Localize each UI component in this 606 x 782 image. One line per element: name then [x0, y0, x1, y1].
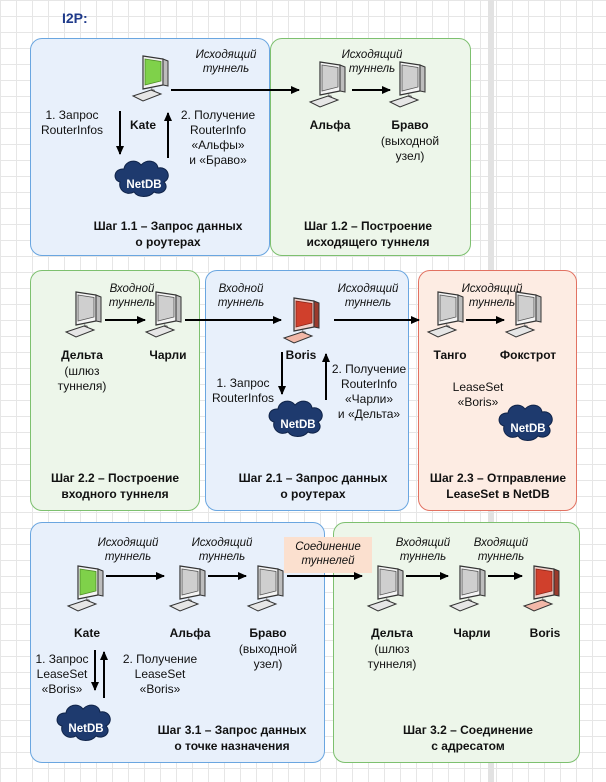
netdb-label: NetDB — [68, 723, 104, 735]
netdb-label: NetDB — [126, 179, 162, 191]
leaseset-label: LeaseSet«Boris» — [452, 380, 504, 409]
panel-step-3-2 — [333, 522, 580, 763]
node-label-delta: Дельта — [371, 626, 413, 640]
bravo-computer-icon — [247, 565, 284, 612]
tunnel-junction-highlight — [284, 537, 372, 573]
node-label-kate: Kate — [129, 118, 156, 132]
node-label-boris: Boris — [285, 348, 317, 362]
node-label-alpha: Альфа — [309, 118, 351, 132]
node-label-delta: Дельта — [61, 348, 103, 362]
kate-computer-icon — [132, 55, 169, 102]
kate-computer-icon — [67, 565, 104, 612]
boris-computer-icon — [283, 297, 320, 344]
page-title: I2P: — [62, 10, 88, 26]
node-label-boris: Boris — [529, 626, 561, 640]
node-label-charlie: Чарли — [453, 626, 491, 640]
alpha-computer-icon — [169, 565, 206, 612]
panel-step-1-2 — [270, 38, 471, 256]
node-label-kate: Kate — [73, 626, 100, 640]
delta-computer-icon — [367, 565, 404, 612]
node-label-alpha: Альфа — [169, 626, 211, 640]
delta-computer-icon — [65, 291, 102, 338]
boris-computer-icon — [523, 565, 560, 612]
node-label-foxtrot: Фокстрот — [499, 348, 557, 362]
node-label-bravo: Браво — [249, 626, 287, 640]
netdb-label: NetDB — [510, 423, 546, 435]
charlie-computer-icon — [449, 565, 486, 612]
node-label-tango: Танго — [433, 348, 467, 362]
node-label-charlie: Чарли — [149, 348, 187, 362]
netdb-label: NetDB — [280, 419, 316, 431]
node-label-bravo: Браво — [391, 118, 429, 132]
